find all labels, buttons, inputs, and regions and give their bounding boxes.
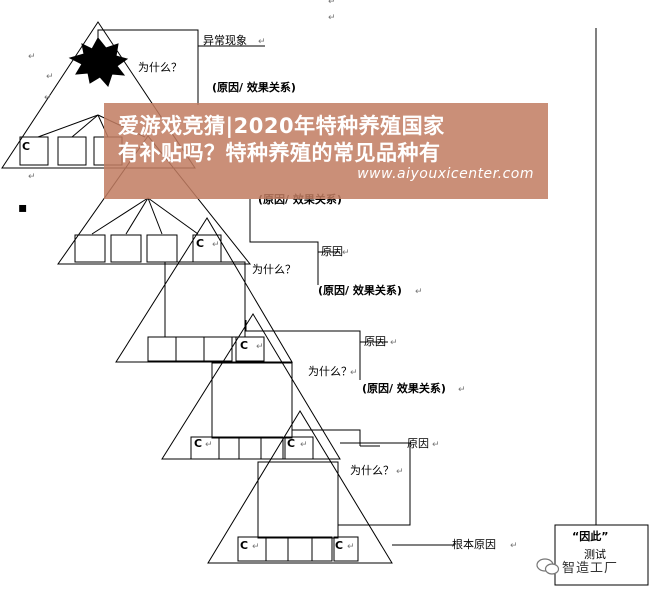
return-mark: ↵ [396,467,404,477]
return-mark: ↵ [510,541,518,551]
return-mark: ↵ [415,287,423,297]
c-mark: C [194,437,202,450]
cause-box-4d [260,436,284,460]
overlay-title-line-1: 爱游戏竞猜|2020年特种养殖国家 [118,114,445,138]
chat-bubble-icon [536,558,560,575]
return-mark: ↵ [342,248,350,258]
return-mark: ↵ [212,240,220,250]
cause-box-5b [265,536,289,562]
return-mark: ↵ [258,37,266,47]
cause-box-3a [147,336,177,362]
cause-box-3d [235,336,265,362]
c-mark: C [335,539,343,552]
cause-box-2c [146,234,178,263]
return-mark: ↵ [205,440,213,450]
triangle-level-5 [207,410,393,564]
return-mark: ↵ [458,385,466,395]
cause-box-2b [110,234,142,263]
svg-text:▪: ▪ [18,200,28,216]
conclusion-label-bottom: 测试 [584,548,606,561]
why-label-2: 为什么？ [252,263,296,276]
why-label-4: 为什么？ [350,464,394,477]
return-mark: ↵ [28,172,36,182]
c-mark: C [22,140,30,153]
why-label-3: 为什么？ [308,365,352,378]
return-mark: ↵ [328,13,336,23]
cause-box-4c [238,436,262,460]
triangle-level-3 [115,217,293,363]
relation-label-4: (原因/ 效果关系) [362,381,446,395]
conclusion-label-top: “因此” [572,529,608,543]
cause-box-5e [333,536,359,562]
overlay-title-line-2: 有补贴吗？特种养殖的常见品种有 [118,141,441,165]
brand-watermark: 智造工厂 [530,554,650,580]
cause-box-3c [203,336,233,362]
cause-label-1: 原因 [321,245,343,258]
c-mark: C [196,237,204,250]
overlay-banner: 爱游戏竞猜|2020年特种养殖国家 有补贴吗？特种养殖的常见品种有 www.ai… [104,103,548,199]
cause-box-1b [57,136,87,166]
cause-box-4e [284,436,314,460]
why-label-1: 为什么？ [138,61,182,74]
cause-box-2a [74,234,106,263]
cause-box-5c [287,536,313,562]
triangle-level-1 [1,21,196,169]
cause-box-5d [311,536,333,562]
cause-label-2: 原因 [364,335,386,348]
relation-label-3: (原因/ 效果关系) [318,283,402,297]
return-mark: ↵ [432,440,440,450]
cause-box-3b [175,336,205,362]
return-mark: ↵ [350,368,358,378]
overlay-title: 爱游戏竞猜|2020年特种养殖国家 有补贴吗？特种养殖的常见品种有 [118,113,543,167]
c-mark: C [240,539,248,552]
c-mark: C [240,339,248,352]
return-mark: ↵ [44,93,52,103]
cause-box-1a [19,136,49,166]
brand-text: 智造工厂 [562,561,619,576]
c-mark: C [287,437,295,450]
return-mark: ↵ [300,440,308,450]
return-mark: ↵ [46,72,54,82]
relation-label-1: (原因/ 效果关系) [212,80,296,94]
return-mark: ↵ [256,342,264,352]
return-mark: ↵ [390,338,398,348]
triangle-level-2 [57,135,252,265]
root-cause-label: 根本原因 [452,537,496,551]
phenomenon-label: 异常现象 [203,34,247,47]
anomaly-starburst [68,37,129,87]
cause-box-4b [218,436,240,460]
return-mark: ↵ [252,542,260,552]
return-mark: ↵ [347,542,355,552]
overlay-url: www.aiyouxicenter.com [357,166,534,182]
conclusion-box [554,524,649,586]
return-mark: ↵ [28,52,36,62]
return-mark: ↵ [328,0,336,7]
cause-label-3: 原因 [407,437,429,450]
